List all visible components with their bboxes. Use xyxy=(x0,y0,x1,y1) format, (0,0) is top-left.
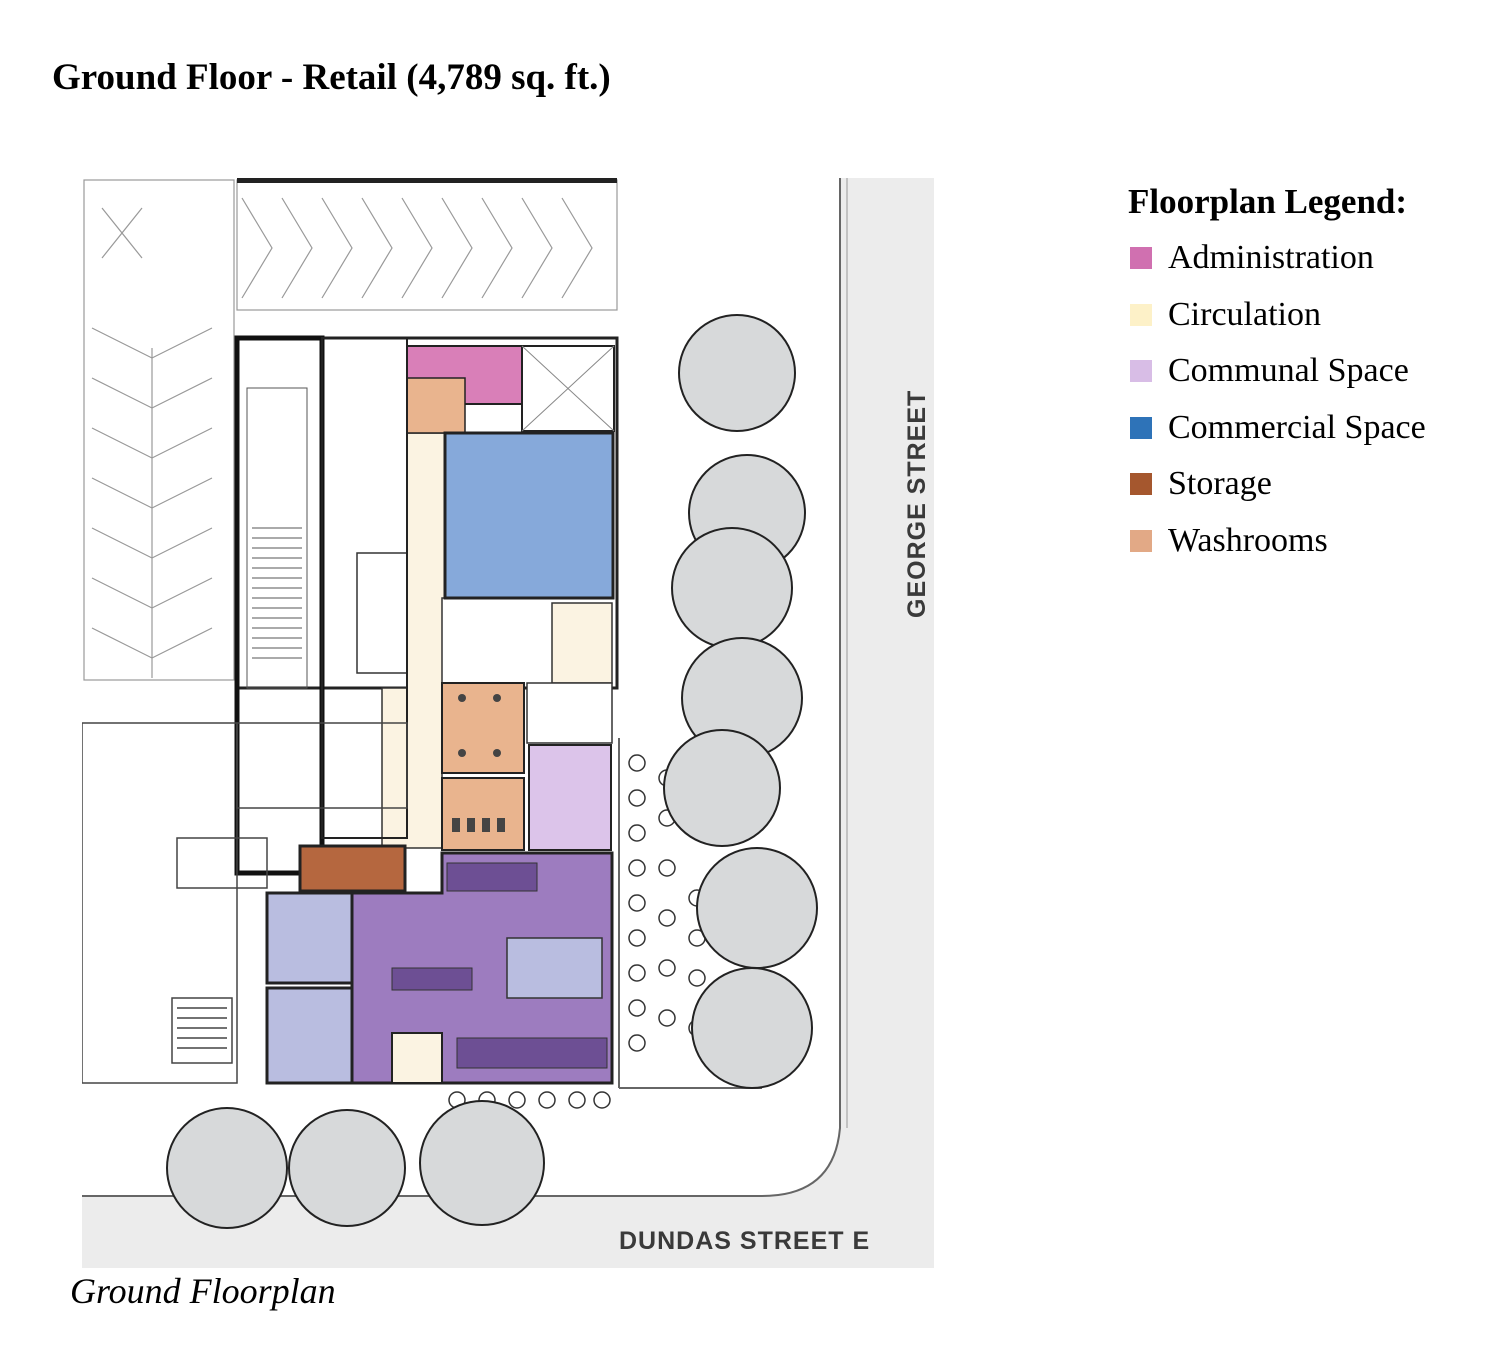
legend-swatch xyxy=(1130,416,1152,439)
legend-swatch xyxy=(1130,247,1152,270)
communal-small-room xyxy=(528,744,612,851)
legend-title: Floorplan Legend: xyxy=(1128,182,1408,221)
dundas-street-label: DUNDAS STREET E xyxy=(619,1227,870,1255)
kitchen-island xyxy=(506,937,603,999)
commercial-space-room xyxy=(443,431,615,600)
legend-swatch xyxy=(1130,529,1152,552)
legend-item-circulation: Circulation xyxy=(1128,287,1426,344)
page-title: Ground Floor - Retail (4,789 sq. ft.) xyxy=(52,57,611,98)
legend-swatch xyxy=(1130,360,1152,383)
patio-seating xyxy=(448,754,706,1109)
washroom-block-upper xyxy=(441,682,525,774)
ground-floorplan-drawing: GEORGE STREET DUNDAS STREET E xyxy=(82,178,934,1268)
washroom-block-lower xyxy=(441,777,525,851)
curb-line xyxy=(82,178,841,1197)
legend-label: Administration xyxy=(1168,239,1374,277)
dundas-street-area xyxy=(82,178,934,1268)
entrance-vestibule xyxy=(551,602,613,684)
legend-swatch xyxy=(1130,473,1152,496)
communal-service-room xyxy=(391,1032,443,1084)
george-street-label: GEORGE STREET xyxy=(903,390,931,618)
legend-label: Circulation xyxy=(1168,295,1321,333)
legend-item-communal-space: Communal Space xyxy=(1128,343,1426,400)
figure-caption: Ground Floorplan xyxy=(70,1271,336,1311)
bike-room-lower xyxy=(265,986,354,1085)
storage-room xyxy=(298,844,407,893)
legend-item-administration: Administration xyxy=(1128,230,1426,287)
legend-label: Washrooms xyxy=(1168,521,1328,559)
street-trees xyxy=(166,314,818,1229)
legend-item-commercial-space: Commercial Space xyxy=(1128,400,1426,457)
parking-hatch-area xyxy=(83,179,618,681)
floorplan-legend: Floorplan Legend: Administration Circula… xyxy=(1128,182,1426,569)
admin-washroom xyxy=(406,377,466,434)
legend-item-washrooms: Washrooms xyxy=(1128,513,1426,570)
legend-item-storage: Storage xyxy=(1128,456,1426,513)
legend-label: Storage xyxy=(1168,465,1272,503)
legend-swatch xyxy=(1130,303,1152,326)
bike-room-upper xyxy=(265,891,354,985)
legend-label: Commercial Space xyxy=(1168,408,1426,446)
legend-label: Communal Space xyxy=(1168,352,1409,390)
